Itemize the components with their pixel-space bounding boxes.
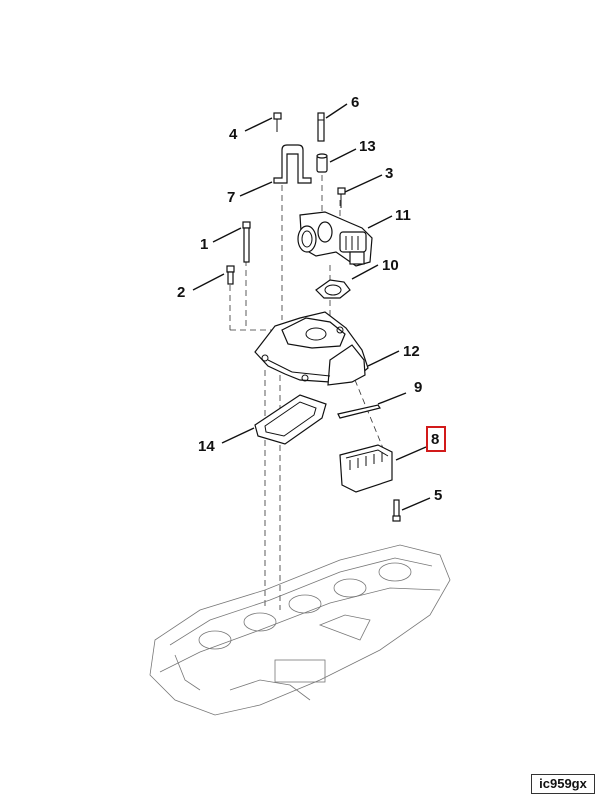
callout-13: 13 <box>359 138 376 155</box>
callout-1: 1 <box>200 236 208 253</box>
callout-5: 5 <box>434 487 442 504</box>
callout-9: 9 <box>414 379 422 396</box>
callout-4: 4 <box>229 126 238 143</box>
component-part-8 <box>339 444 393 493</box>
callout-11: 11 <box>395 207 411 224</box>
callout-highlight-box <box>426 426 446 452</box>
callout-8: 8 <box>431 431 439 448</box>
callout-6: 6 <box>351 94 359 111</box>
callout-2: 2 <box>177 284 185 301</box>
bracket-part-7 <box>273 144 312 184</box>
callout-7: 7 <box>227 189 235 206</box>
long-bolt-part-1 <box>242 221 251 263</box>
callout-10: 10 <box>382 257 399 274</box>
callout-leaders <box>192 103 431 511</box>
image-id-label: ic959gx <box>531 774 595 794</box>
gasket-part-10 <box>315 279 351 299</box>
callout-labels: 4 6 13 7 3 11 1 10 2 12 9 14 8 5 <box>177 94 442 504</box>
callout-12: 12 <box>403 343 420 360</box>
bolt-part-2 <box>226 265 235 285</box>
valve-actuator-part-11 <box>297 211 373 267</box>
spacer-part-13 <box>316 153 328 173</box>
intake-elbow-part-12 <box>254 311 369 386</box>
seal-part-9 <box>337 404 381 419</box>
callout-14: 14 <box>198 438 215 455</box>
callout-3: 3 <box>385 165 393 182</box>
gasket-part-14 <box>254 394 327 445</box>
stud-part-6 <box>317 112 325 142</box>
bolt-part-4 <box>273 112 282 132</box>
bolt-part-5 <box>392 499 401 522</box>
bolt-part-3 <box>337 187 346 208</box>
cylinder-head <box>149 544 451 716</box>
